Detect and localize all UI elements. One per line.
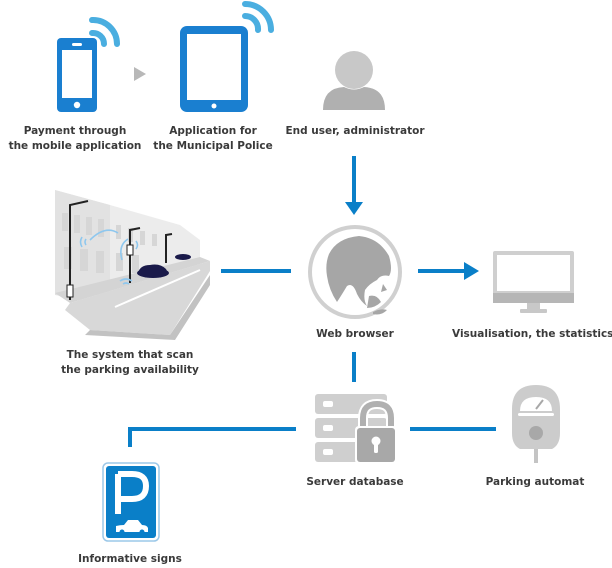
arrow-right-icon: [464, 262, 479, 280]
parking-sign-icon: [102, 462, 160, 542]
user-icon: [323, 51, 385, 110]
scanner-node: [50, 185, 215, 340]
connector-browser-visualisation: [418, 269, 468, 273]
scanner-label: The system that scan the parking availab…: [61, 349, 199, 376]
browser-label: Web browser: [316, 328, 394, 340]
monitor-icon: [493, 251, 574, 313]
connector-server-signs-vertical: [128, 427, 132, 447]
connector-server-signs: [128, 427, 296, 431]
server-label: Server database: [306, 476, 404, 488]
street-parking-sensors-illustration: [55, 190, 210, 340]
tablet-node: [175, 0, 280, 115]
tablet-label: Application for the Municipal Police: [153, 125, 273, 152]
mobile-phone-node: [50, 8, 130, 113]
server-lock-icon: [315, 394, 397, 464]
visualisation-node: [492, 250, 576, 314]
parking-meter-icon: [512, 385, 560, 463]
automat-label: Parking automat: [485, 476, 585, 488]
connector-server-automat: [410, 427, 496, 431]
user-node: [318, 50, 390, 112]
globe-icon: [308, 225, 402, 319]
signs-node: [102, 462, 160, 542]
visualisation-label: Visualisation, the statistics: [452, 328, 612, 340]
signs-label: Informative signs: [78, 553, 182, 565]
connector-scanner-browser: [221, 269, 291, 273]
mobile-label: Payment through the mobile application: [8, 125, 142, 152]
connector-user-browser: [352, 156, 356, 206]
arrow-right-gray-icon: [134, 67, 146, 81]
user-label: End user, administrator: [285, 125, 425, 137]
automat-node: [508, 383, 564, 465]
connector-browser-server: [352, 352, 356, 382]
tablet-wifi-icon: [180, 1, 274, 112]
smartphone-wifi-icon: [57, 17, 121, 112]
arrow-down-icon: [345, 202, 363, 215]
server-node: [313, 392, 397, 466]
browser-node: [307, 224, 403, 320]
